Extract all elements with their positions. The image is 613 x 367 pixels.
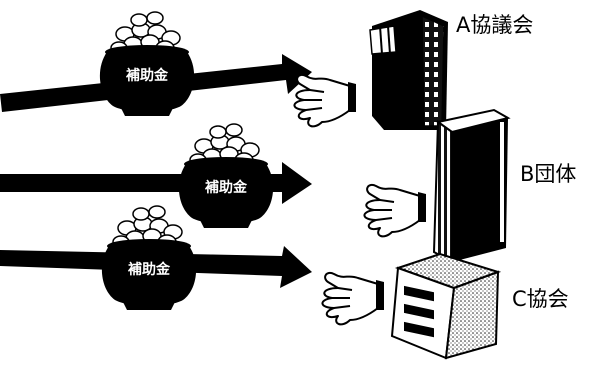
pot-label-b: 補助金 xyxy=(204,179,248,196)
building-tower-icon xyxy=(369,10,448,130)
building-dotted-icon xyxy=(390,252,502,360)
flow-row-b: 補助金 xyxy=(0,108,511,264)
money-pot-b: 補助金 xyxy=(178,123,274,229)
arrow-b xyxy=(0,162,312,204)
building-striped-icon xyxy=(432,108,511,264)
org-label-b: B団体 xyxy=(520,162,577,186)
org-label-c: C協会 xyxy=(512,287,569,311)
pot-label-c: 補助金 xyxy=(127,261,171,278)
flow-row-a: 補助金 xyxy=(0,10,448,130)
money-pot-c: 補助金 xyxy=(101,205,197,311)
money-pot-a: 補助金 xyxy=(99,11,195,117)
hand-c xyxy=(321,271,385,326)
hand-b xyxy=(363,183,427,238)
pot-label-a: 補助金 xyxy=(125,67,169,84)
hand-a xyxy=(293,73,357,128)
flow-row-c: 補助金 xyxy=(0,205,502,360)
org-label-a: A協議会 xyxy=(456,13,534,37)
